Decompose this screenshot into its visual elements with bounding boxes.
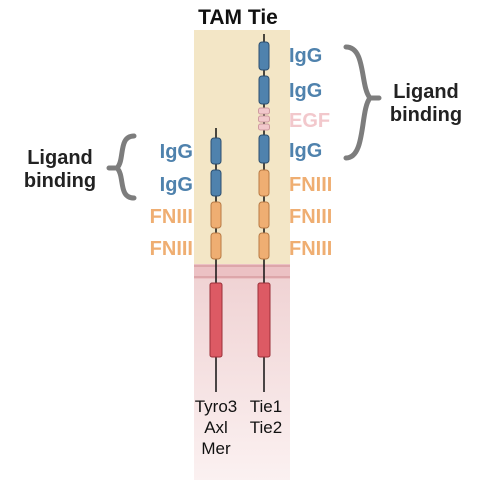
ligand-binding-label-line2: binding xyxy=(24,170,96,192)
domain-label-fniii: FNIII xyxy=(289,174,332,196)
egf-domain-icon xyxy=(258,107,270,131)
right-curly-brace-icon xyxy=(343,44,382,161)
extracellular-region xyxy=(194,30,290,266)
igg-domain-icon xyxy=(258,41,270,71)
fniii-domain-icon xyxy=(258,232,270,260)
fniii-domain-icon xyxy=(258,169,270,197)
domain-label-fniii: FNIII xyxy=(150,206,193,228)
igg-domain-icon xyxy=(258,75,270,105)
igg-domain-icon xyxy=(258,134,270,164)
receptor-name-tie1: Tie1 xyxy=(250,397,282,416)
left-curly-brace-icon xyxy=(106,133,137,201)
ligand-binding-label-line1: Ligand xyxy=(27,147,93,169)
domain-label-igg: IgG xyxy=(289,80,322,102)
domain-label-fniii: FNIII xyxy=(289,238,332,260)
ligand-binding-label-line1: Ligand xyxy=(393,81,459,103)
domain-label-igg: IgG xyxy=(289,45,322,67)
membrane-band xyxy=(194,264,290,279)
domain-label-igg: IgG xyxy=(160,174,193,196)
diagram-title: TAM Tie xyxy=(198,6,278,29)
domain-label-fniii: FNIII xyxy=(150,238,193,260)
domain-label-igg: IgG xyxy=(289,140,322,162)
fniii-domain-icon xyxy=(258,201,270,229)
fniii-domain-icon xyxy=(210,201,222,229)
receptor-name-tie2: Tie2 xyxy=(250,418,282,437)
receptor-name-mer: Mer xyxy=(201,439,231,458)
kinase-domain-icon xyxy=(209,282,223,358)
fniii-domain-icon xyxy=(210,232,222,260)
igg-domain-icon xyxy=(210,169,222,197)
receptor-name-tyro3: Tyro3 xyxy=(195,397,238,416)
ligand-binding-label-line2: binding xyxy=(390,104,462,126)
domain-label-igg: IgG xyxy=(160,141,193,163)
domain-label-egf: EGF xyxy=(289,110,330,132)
domain-label-fniii: FNIII xyxy=(289,206,332,228)
igg-domain-icon xyxy=(210,137,222,165)
kinase-domain-icon xyxy=(257,282,271,358)
receptor-name-axl: Axl xyxy=(204,418,228,437)
